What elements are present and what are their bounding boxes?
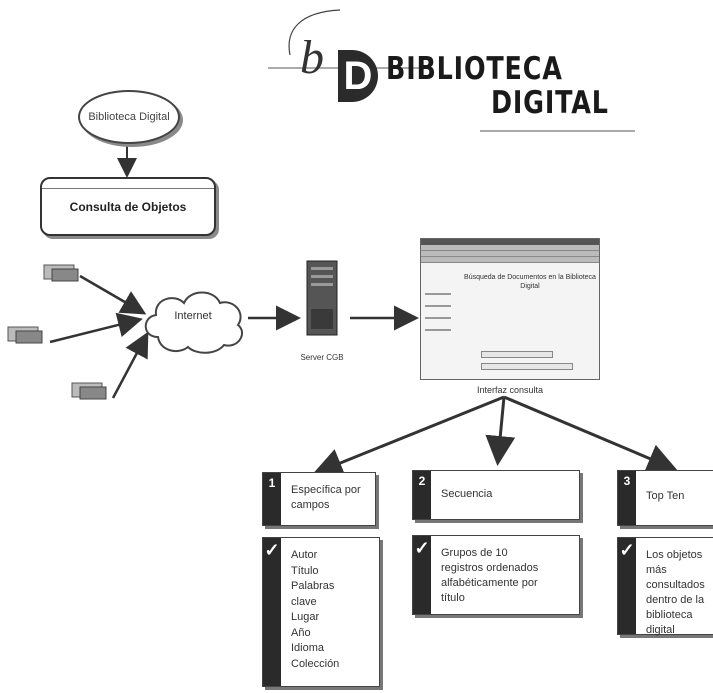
option-3-number: 3 (618, 471, 636, 525)
computer-icon (7, 326, 43, 344)
check-icon: ✓ (414, 538, 430, 558)
list-item: Autor (291, 549, 318, 561)
logo-line-1: BIBLIOTECA (386, 51, 563, 87)
list-item: Colección (291, 657, 340, 670)
option-1-items: Autor Título Palabras clave Lugar Año Id… (291, 548, 373, 672)
computer-icon (71, 382, 107, 400)
list-item: Lugar (291, 611, 320, 623)
logo-letter-b: b (300, 31, 324, 84)
arrow-to-option-3 (503, 395, 678, 473)
list-item: Año (291, 626, 311, 639)
logo-letter-d: D (338, 50, 378, 102)
arrow-pc1-to-internet (79, 274, 147, 315)
screenshot-title: Búsqueda de Documentos en la Biblioteca … (464, 274, 596, 290)
arrow-pc3-to-internet (111, 331, 149, 399)
internet-label: Internet (174, 310, 212, 322)
option-1-number: 1 (263, 473, 281, 525)
consulta-objetos-node: Consulta de Objetos (40, 177, 216, 236)
interfaz-label: Interfaz consulta (476, 385, 544, 395)
option-2-number: 2 (413, 471, 431, 519)
option-3-title: Top Ten (646, 490, 685, 502)
logo-arc (288, 9, 341, 56)
server-label: Server CGB (300, 353, 344, 362)
interfaz-screenshot: Búsqueda de Documentos en la Biblioteca … (420, 238, 600, 380)
option-2-box: 2 Secuencia (412, 470, 580, 520)
biblioteca-digital-node: Biblioteca Digital (78, 90, 180, 144)
option-2-detail: ✓ Grupos de 10 registros ordenados alfab… (412, 535, 580, 615)
option-1-box: 1 Específica por campos (262, 472, 376, 526)
arrow-to-option-1 (312, 395, 505, 477)
option-2-text: Grupos de 10 registros ordenados alfabét… (441, 547, 539, 604)
check-icon: ✓ (619, 540, 635, 560)
consulta-label: Consulta de Objetos (69, 199, 187, 214)
list-item: clave (291, 595, 317, 608)
option-1-detail: ✓ Autor Título Palabras clave Lugar Año … (262, 537, 380, 687)
list-item: Idioma (291, 642, 325, 654)
option-3-text: Los objetos más consultados dentro de la… (646, 549, 705, 636)
server-icon (306, 260, 338, 336)
internet-cloud-icon (144, 291, 243, 354)
option-3-detail: ✓ Los objetos más consultados dentro de … (617, 537, 713, 636)
list-item: Título (291, 564, 319, 577)
option-1-title: Específica por campos (291, 484, 361, 511)
option-2-title: Secuencia (441, 488, 493, 500)
logo-wordmark: BIBLIOTECA DIGITAL (386, 52, 609, 120)
arrow-pc2-to-internet (49, 312, 143, 344)
option-3-box: 3 Top Ten (617, 470, 713, 526)
logo-line-2: DIGITAL (490, 85, 609, 121)
list-item: Palabras (291, 580, 335, 592)
arrow-to-option-2 (485, 396, 516, 466)
check-icon: ✓ (264, 540, 280, 560)
computer-icon (43, 264, 79, 282)
